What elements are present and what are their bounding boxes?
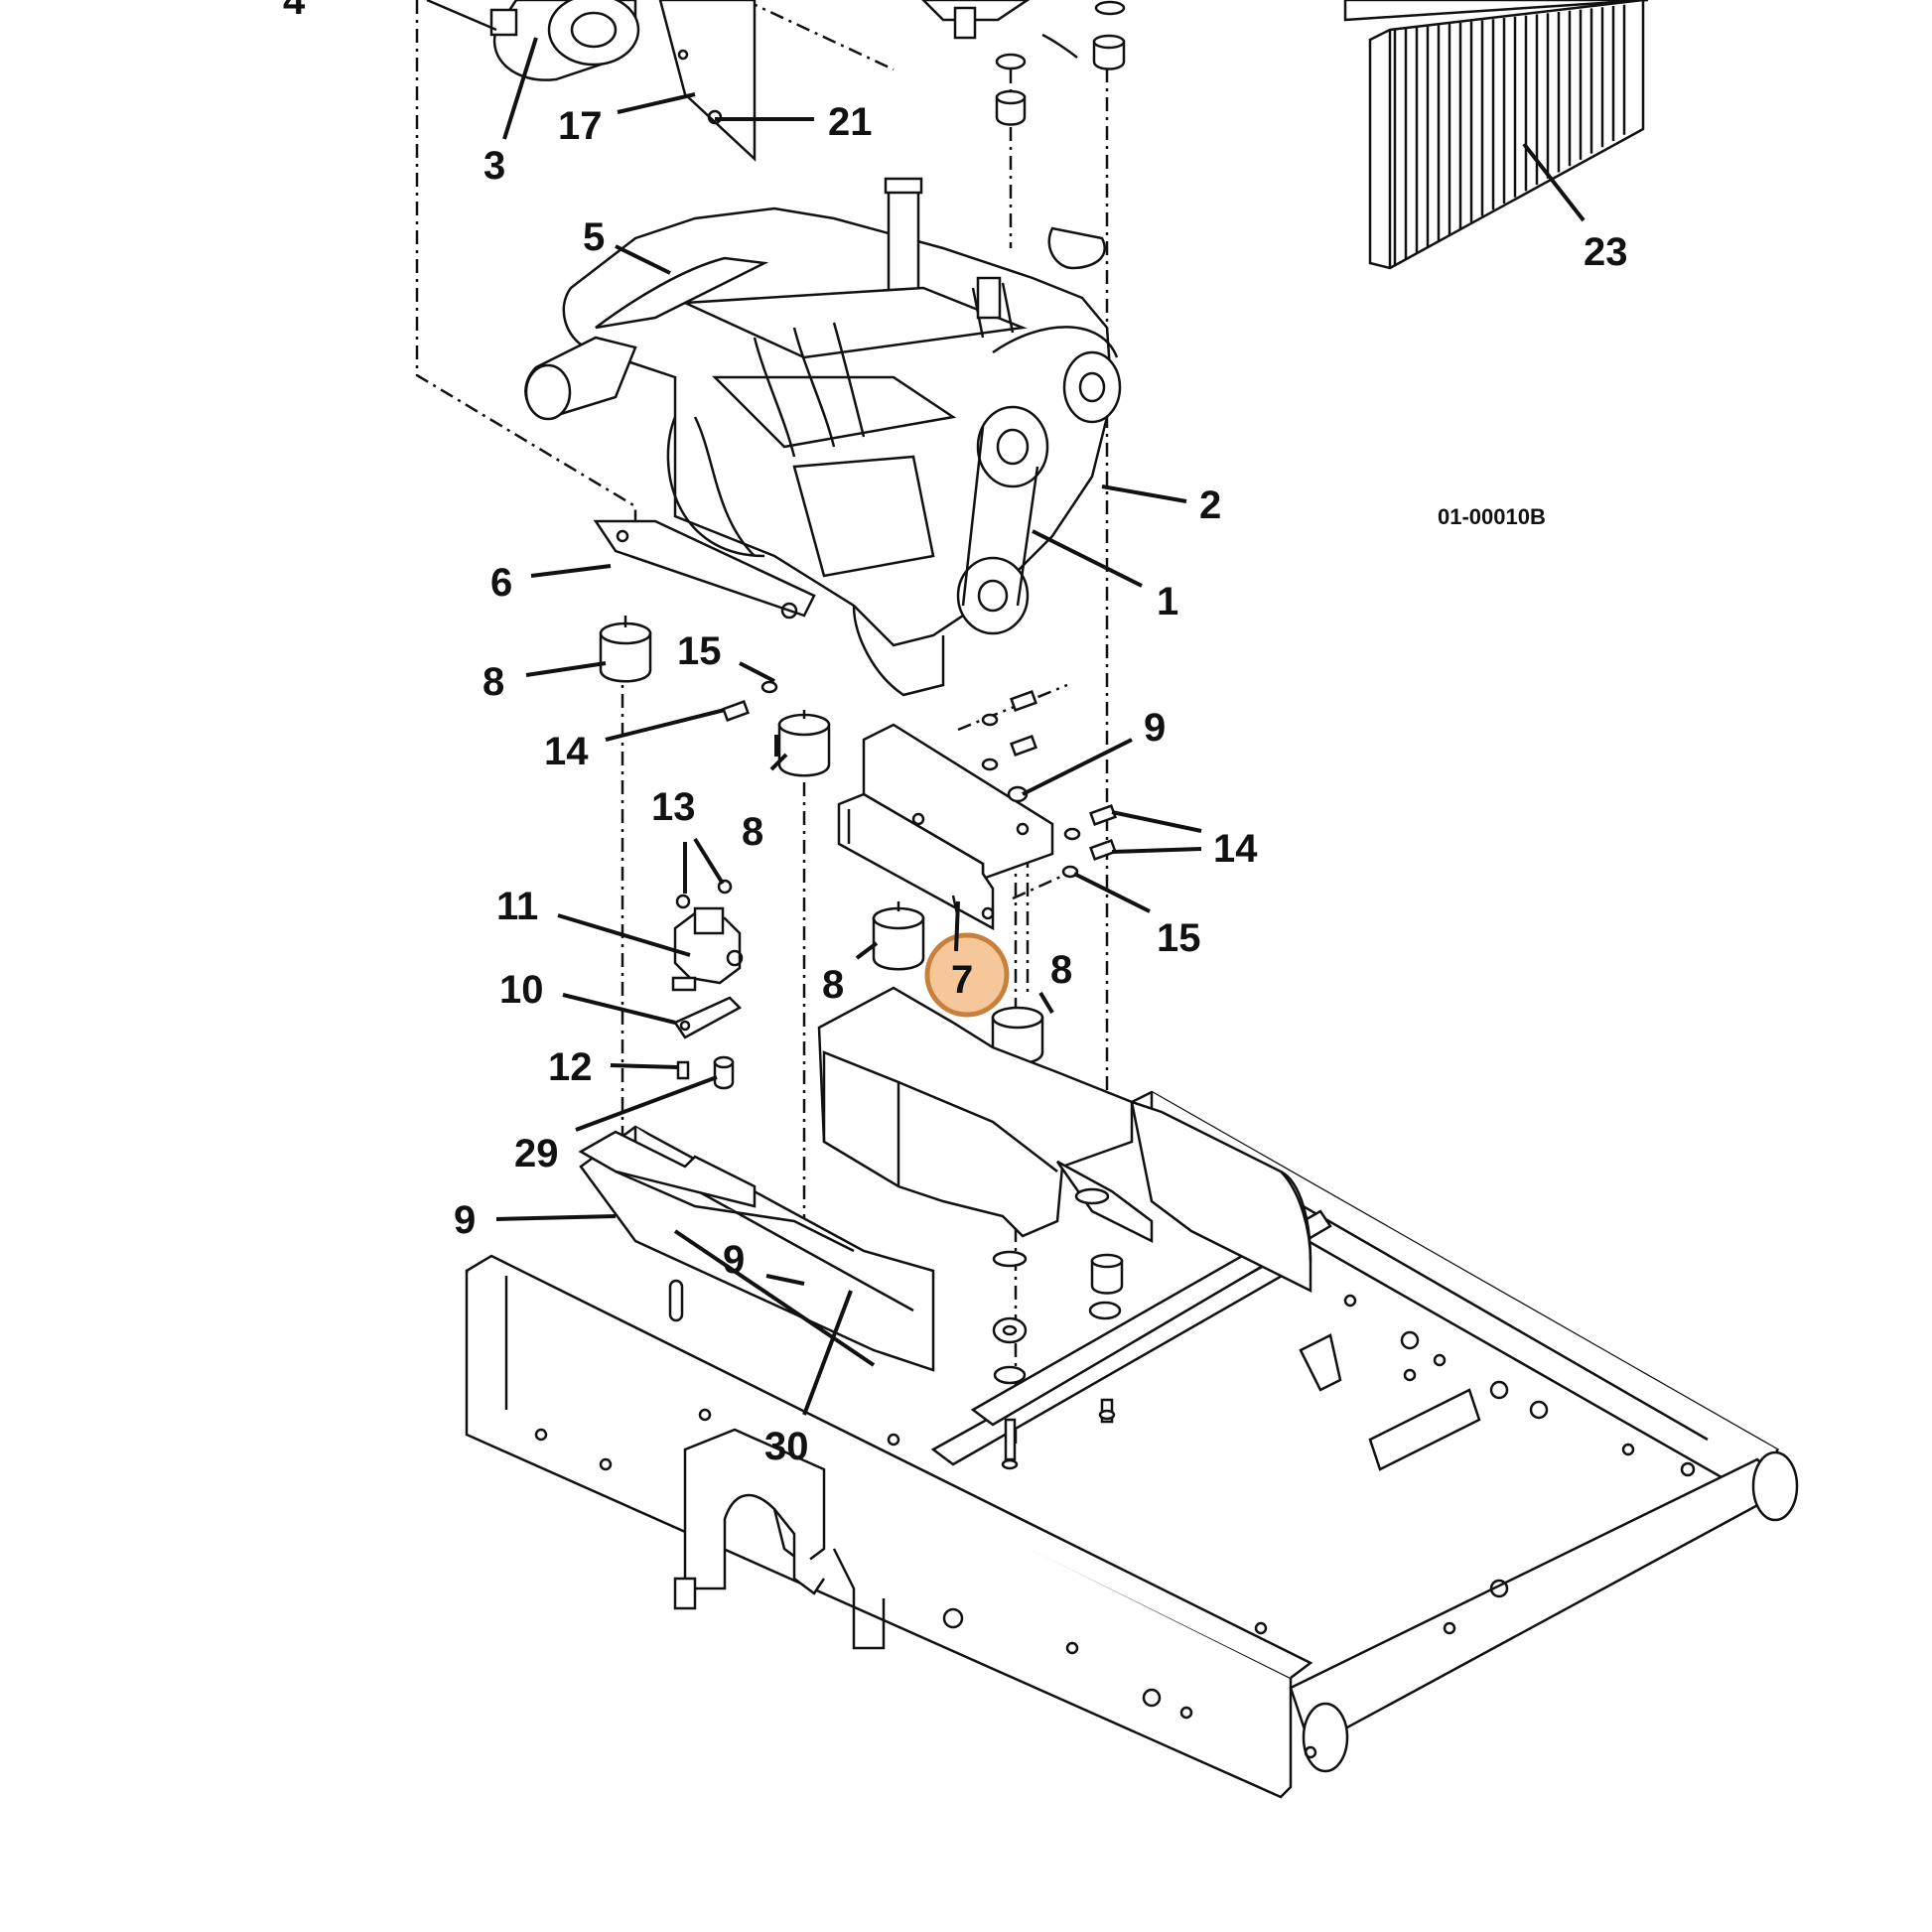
callout-10[interactable]: 10 xyxy=(499,968,544,1012)
callout-11[interactable]: 11 xyxy=(496,885,538,928)
callout-13[interactable]: 13 xyxy=(651,785,696,829)
main-frame xyxy=(465,986,1799,1799)
callout-8-upper-left[interactable]: 8 xyxy=(483,660,504,704)
callout-9-lower[interactable]: 9 xyxy=(723,1238,745,1282)
fasteners-cluster xyxy=(722,680,1117,879)
engine-assembly xyxy=(524,177,1122,697)
engine-mount-plate-6 xyxy=(593,519,816,620)
callout-23[interactable]: 23 xyxy=(1584,230,1628,274)
callout-7[interactable]: 7 xyxy=(951,958,973,1002)
leader-lines xyxy=(495,37,1586,1416)
callout-5[interactable]: 5 xyxy=(583,215,605,259)
callout-1[interactable]: 1 xyxy=(1157,580,1178,623)
solenoid-assembly xyxy=(671,879,744,1090)
callout-29[interactable]: 29 xyxy=(514,1132,559,1175)
callout-30[interactable]: 30 xyxy=(764,1425,809,1468)
callout-2[interactable]: 2 xyxy=(1199,483,1221,527)
callout-3[interactable]: 3 xyxy=(483,144,505,188)
callout-17[interactable]: 17 xyxy=(558,104,603,148)
callout-14-right[interactable]: 14 xyxy=(1213,827,1258,871)
air-cleaner-assembly xyxy=(426,0,640,81)
callout-8-center[interactable]: 8 xyxy=(822,963,844,1007)
callout-9-left[interactable]: 9 xyxy=(454,1198,476,1242)
selected-part-highlight[interactable] xyxy=(924,932,1010,1018)
callout-6[interactable]: 6 xyxy=(490,561,512,605)
top-hardware xyxy=(921,0,1126,126)
callout-8-right[interactable]: 8 xyxy=(1050,948,1072,992)
callout-4[interactable]: 4 xyxy=(283,0,306,23)
callout-labels: 4 3 17 21 23 5 2 1 6 8 15 14 8 13 11 10 … xyxy=(283,0,1628,1468)
callout-21[interactable]: 21 xyxy=(828,100,873,144)
callout-9-right[interactable]: 9 xyxy=(1144,706,1166,750)
callout-15-upper[interactable]: 15 xyxy=(677,629,722,673)
callout-8-mid-left[interactable]: 8 xyxy=(742,810,763,854)
radiator-23 xyxy=(1343,0,1649,270)
mount-bracket xyxy=(837,723,1054,931)
frame-holes xyxy=(534,1294,1696,1759)
callout-15-right[interactable]: 15 xyxy=(1157,916,1201,960)
bracket-17 xyxy=(658,0,757,162)
callout-12[interactable]: 12 xyxy=(548,1045,593,1089)
drawing-id: 01-00010B xyxy=(1438,504,1546,529)
callout-14-upper[interactable]: 14 xyxy=(544,730,589,773)
